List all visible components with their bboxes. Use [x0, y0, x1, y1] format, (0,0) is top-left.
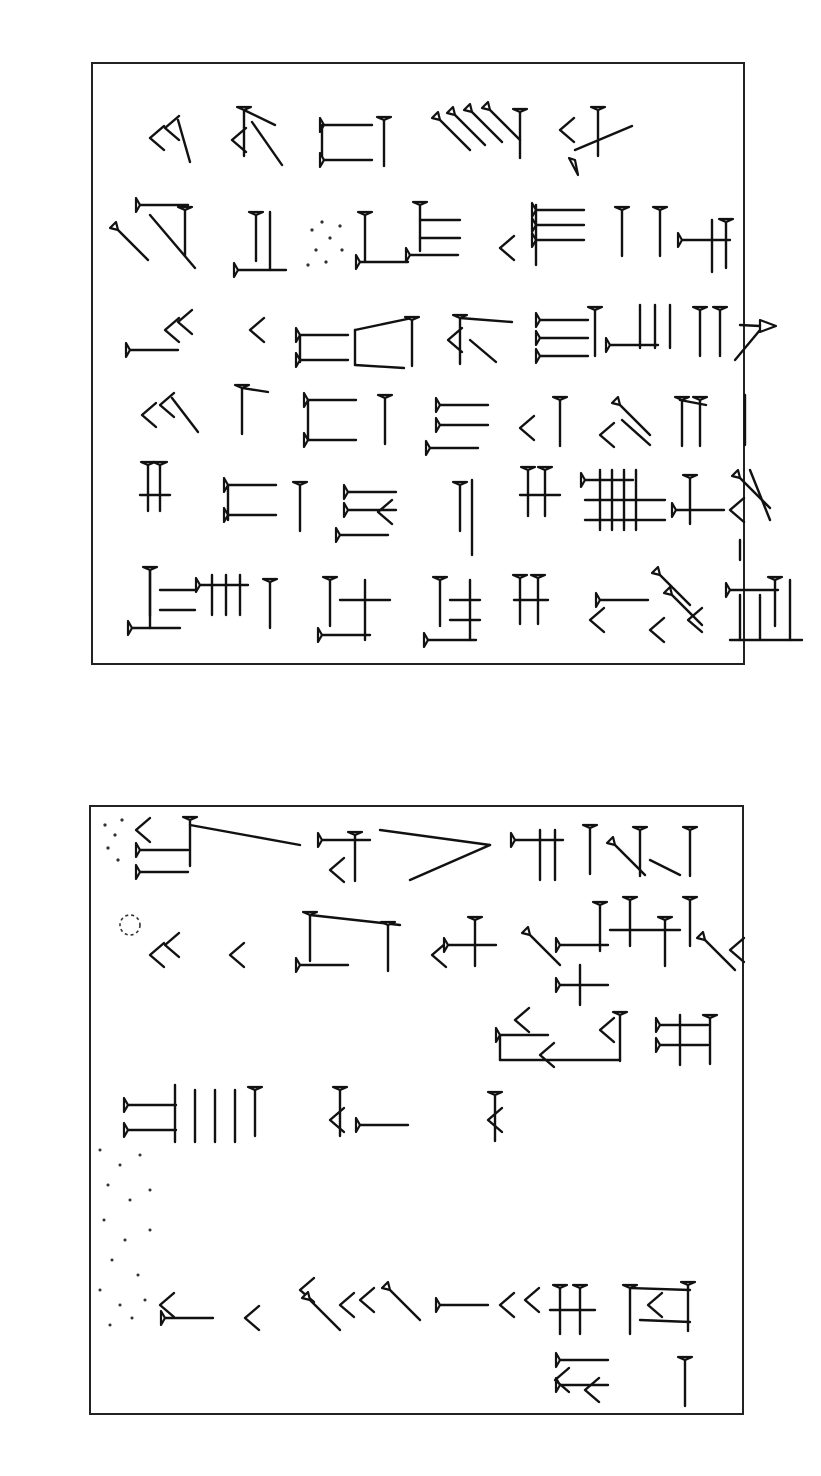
reverse-line-6-signs	[158, 1276, 697, 1336]
damaged-area	[103, 818, 124, 862]
reverse-line-7-signs	[553, 1351, 694, 1408]
damaged-area	[98, 1148, 152, 1327]
reverse-line-2-continuation-signs	[494, 1006, 719, 1069]
obverse-line-1-signs	[148, 100, 634, 177]
obverse-panel	[91, 62, 745, 665]
obverse-line-4-signs	[140, 383, 747, 457]
obverse-line-5-signs	[138, 460, 772, 562]
obverse-line-6-signs	[126, 565, 804, 649]
reverse-line-3-signs	[122, 1083, 504, 1144]
obverse-line-2-signs	[108, 196, 735, 279]
obverse-line-3-signs	[124, 303, 778, 370]
reverse-panel	[89, 805, 744, 1415]
reverse-line-1-signs	[103, 815, 699, 884]
reverse-line-2-signs	[119, 895, 746, 1007]
damaged-area	[306, 220, 344, 267]
